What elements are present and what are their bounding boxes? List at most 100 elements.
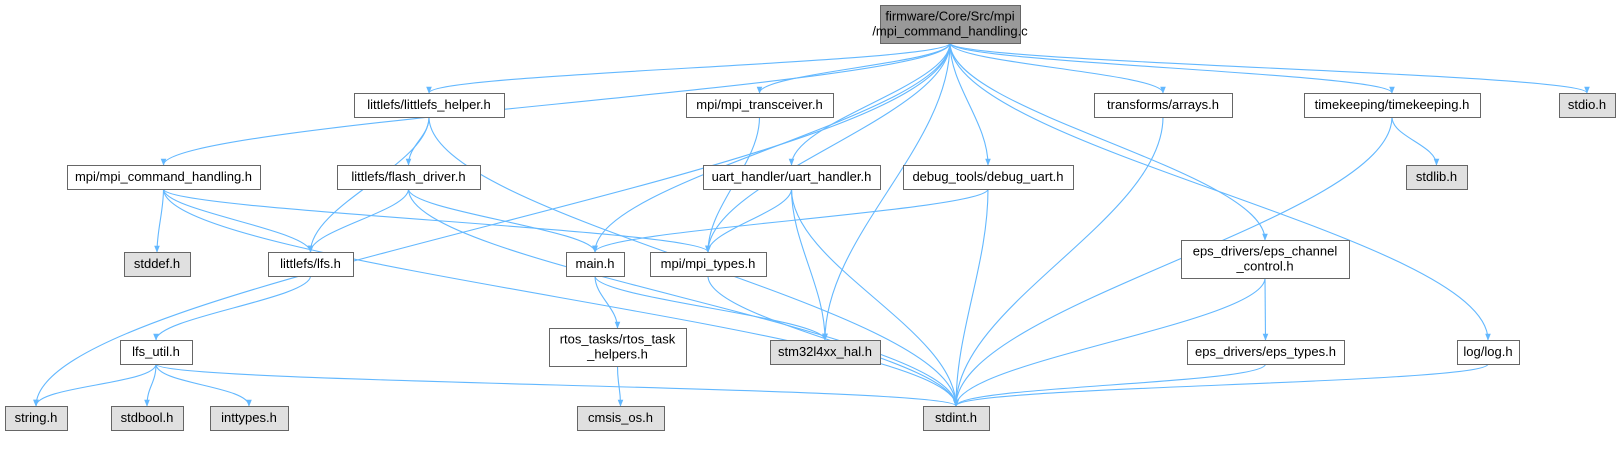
include-edge-lfs_util-to-string	[33, 363, 157, 407]
include-arrow	[426, 42, 951, 94]
include-arrow	[160, 42, 951, 166]
include-arrow	[405, 116, 430, 166]
include-edge-mpi_cmd_h-to-lfs	[162, 188, 314, 253]
node-box	[1181, 240, 1350, 279]
node-flash-driver[interactable]: littlefs/flash_driver.h	[337, 165, 481, 190]
node-box	[703, 165, 881, 190]
node-label: mpi/mpi_types.h	[661, 256, 756, 271]
node-label: log/log.h	[1463, 344, 1512, 359]
include-arrow	[162, 188, 959, 407]
node-label: inttypes.h	[221, 410, 277, 425]
node-mpi-cmd-h[interactable]: mpi/mpi_command_handling.h	[67, 165, 261, 190]
node-label: firmware/Core/Src/mpi	[885, 9, 1014, 24]
node-mpi-transceiver[interactable]: mpi/mpi_transceiver.h	[686, 93, 834, 118]
node-label: _helpers.h	[586, 347, 648, 362]
node-log[interactable]: log/log.h	[1457, 340, 1520, 365]
node-arrays[interactable]: transforms/arrays.h	[1094, 93, 1233, 118]
node-label: eps_drivers/eps_types.h	[1195, 344, 1336, 359]
include-arrow	[307, 188, 410, 253]
node-box	[903, 165, 1074, 190]
include-arrow	[790, 188, 959, 407]
include-arrow	[705, 188, 793, 253]
include-arrow	[153, 275, 312, 341]
include-arrow	[592, 42, 951, 253]
include-edge-eps_channel-to-eps_types	[1262, 277, 1269, 341]
node-label: string.h	[15, 410, 58, 425]
include-edge-root-to-timekeeping	[949, 42, 1395, 94]
include-arrow	[949, 42, 1491, 341]
include-edge-mpi_cmd_h-to-stdint	[162, 188, 959, 407]
include-arrow	[144, 363, 157, 407]
include-edge-root-to-stm32	[822, 42, 951, 341]
include-edge-eps_types-to-stdint	[953, 363, 1267, 407]
node-rtos-helpers[interactable]: rtos_tasks/rtos_task_helpers.h	[549, 328, 687, 367]
node-box	[120, 340, 193, 365]
include-arrow	[949, 42, 1268, 241]
include-edge-rtos_helpers-to-cmsis_os	[616, 365, 624, 407]
node-main[interactable]: main.h	[566, 252, 625, 277]
node-lfs[interactable]: littlefs/lfs.h	[268, 252, 354, 277]
node-stm32: stm32l4xx_hal.h	[770, 340, 881, 365]
include-arrow	[616, 365, 624, 407]
node-box	[566, 252, 625, 277]
include-arrow	[949, 42, 1166, 94]
node-box	[1457, 340, 1520, 365]
node-label: stdbool.h	[121, 410, 174, 425]
node-label: stdio.h	[1568, 97, 1606, 112]
include-arrow	[953, 116, 1393, 407]
node-box	[880, 5, 1021, 44]
include-arrow	[1391, 116, 1440, 166]
node-box	[1094, 93, 1233, 118]
node-label: littlefs/littlefs_helper.h	[367, 97, 491, 112]
node-box	[650, 252, 767, 277]
node-box	[1406, 165, 1468, 190]
include-arrow	[949, 42, 991, 166]
node-debug-uart[interactable]: debug_tools/debug_uart.h	[903, 165, 1074, 190]
node-box	[549, 328, 687, 367]
include-arrow	[1262, 277, 1269, 341]
node-uart-handler[interactable]: uart_handler/uart_handler.h	[703, 165, 881, 190]
include-arrow	[953, 363, 1489, 407]
include-edge-uart_handler-to-stdint	[790, 188, 959, 407]
include-edge-lfs-to-lfs_util	[153, 275, 312, 341]
include-arrow	[155, 363, 252, 407]
include-arrow	[788, 42, 951, 166]
include-edge-lfs_util-to-stdint	[155, 363, 959, 407]
node-lfs-util[interactable]: lfs_util.h	[120, 340, 193, 365]
include-edge-debug_uart-to-stdint	[953, 188, 989, 407]
node-box	[210, 406, 289, 431]
node-mpi-types[interactable]: mpi/mpi_types.h	[650, 252, 767, 277]
node-box	[337, 165, 481, 190]
include-edge-flash_driver-to-main	[407, 188, 598, 253]
node-string: string.h	[5, 406, 68, 431]
include-edge-root-to-main	[592, 42, 951, 253]
node-box	[923, 406, 990, 431]
node-layer: firmware/Core/Src/mpi/mpi_command_handli…	[5, 5, 1616, 431]
include-arrow	[953, 188, 989, 407]
include-arrow	[407, 188, 959, 407]
include-edge-uart_handler-to-mpi_types	[705, 188, 793, 253]
node-label: stm32l4xx_hal.h	[778, 344, 872, 359]
include-edge-arrays-to-stdint	[953, 116, 1164, 407]
node-label: /mpi_command_handling.c	[872, 24, 1028, 39]
include-arrow	[756, 42, 951, 94]
node-box	[1559, 93, 1616, 118]
include-edge-root-to-arrays	[949, 42, 1166, 94]
node-label: mpi/mpi_command_handling.h	[75, 169, 252, 184]
node-stddef: stddef.h	[124, 252, 191, 277]
node-label: stdint.h	[935, 410, 977, 425]
node-label: littlefs/lfs.h	[280, 256, 341, 271]
node-box	[770, 340, 881, 365]
include-edge-root-to-log	[949, 42, 1491, 341]
node-label: transforms/arrays.h	[1107, 97, 1219, 112]
node-littlefs-helper[interactable]: littlefs/littlefs_helper.h	[354, 93, 505, 118]
node-label: stdlib.h	[1416, 169, 1457, 184]
node-eps-types[interactable]: eps_drivers/eps_types.h	[1187, 340, 1345, 365]
include-arrow	[953, 277, 1266, 407]
node-timekeeping[interactable]: timekeeping/timekeeping.h	[1304, 93, 1481, 118]
node-eps-channel[interactable]: eps_drivers/eps_channel_control.h	[1181, 240, 1350, 279]
include-edge-root-to-eps_channel	[949, 42, 1268, 241]
node-box	[5, 406, 68, 431]
include-arrow	[790, 188, 828, 341]
include-arrow	[949, 42, 1590, 94]
